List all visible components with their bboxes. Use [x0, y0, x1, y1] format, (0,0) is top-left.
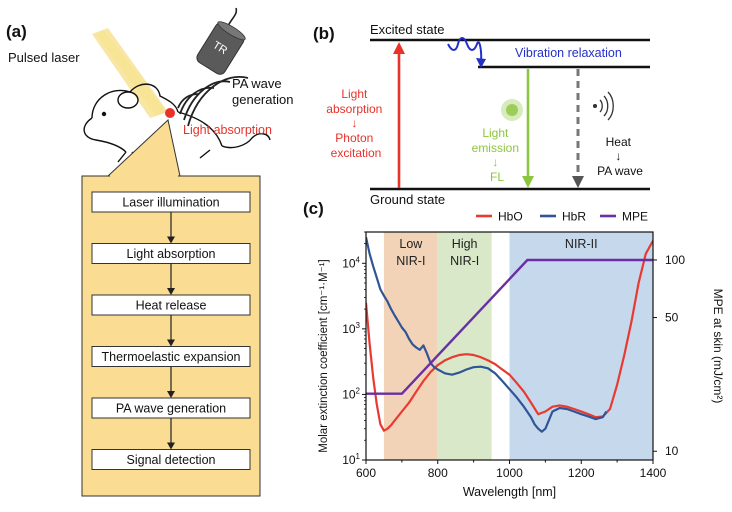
flow-step-label: Heat release	[136, 299, 207, 313]
heat-line-3: PA wave	[597, 164, 643, 178]
flow-arrow-head	[167, 288, 175, 295]
heat-decay-arrow-head	[572, 176, 584, 188]
series-line-mpe	[366, 258, 653, 395]
ground-state-label: Ground state	[370, 192, 445, 207]
heat-wave-icon	[592, 91, 614, 121]
pa-wave-label: PA wave generation	[232, 76, 293, 107]
light-absorption-label: Light absorption	[183, 123, 272, 137]
y2-tick-label: 50	[665, 311, 679, 325]
y2-tick-label: 10	[665, 444, 679, 458]
panel-c-label: (c)	[303, 199, 324, 218]
legend-label: HbO	[498, 210, 523, 224]
y2-axis-label: MPE at skin (mJ/cm²)	[711, 289, 725, 404]
y2-tick-label: 100	[665, 253, 685, 267]
panel-b: (b) Excited state Ground state Light abs…	[313, 22, 650, 207]
y-axis-label: Molar extinction coefficient [cm⁻¹·M⁻¹]	[318, 259, 330, 452]
absorption-line-1: Light	[341, 87, 368, 101]
laser-beam-core	[96, 30, 166, 116]
emission-line-1: Light	[482, 126, 509, 140]
flow-step-box	[91, 449, 251, 470]
y-tick-base: 10	[342, 387, 356, 401]
flow-step-label: Light absorption	[127, 247, 216, 261]
flow-step-label: Signal detection	[127, 453, 216, 467]
legend-label: MPE	[622, 210, 648, 224]
vibration-relaxation-squiggle	[447, 37, 483, 65]
mouse-illustration	[83, 83, 271, 163]
region-label: NIR-I	[396, 254, 425, 268]
region-label: NIR-I	[450, 254, 479, 268]
heat-text: Heat ↓ PA wave	[597, 135, 643, 178]
region-label: Low	[399, 237, 423, 251]
y-tick-base: 10	[342, 453, 356, 467]
pa-wave-line-1: PA wave	[232, 76, 282, 91]
absorption-text: Light absorption ↓ Photon excitation	[326, 87, 385, 160]
pulsed-laser-label: Pulsed laser	[8, 50, 80, 65]
flow-arrow-head	[167, 236, 175, 244]
flow-step-label: PA wave generation	[116, 402, 226, 416]
x-tick-label: 1200	[568, 466, 595, 480]
flow-arrow-head	[167, 339, 175, 347]
y-tick-exponent: 1	[356, 452, 361, 461]
absorber-dot	[165, 108, 175, 118]
y-tick-label: 104	[342, 255, 360, 270]
region-label: NIR-II	[565, 237, 598, 251]
y-tick-exponent: 3	[356, 321, 361, 330]
heat-line-2: ↓	[615, 149, 621, 163]
pa-wave-line-2: generation	[232, 92, 293, 107]
y-tick-exponent: 2	[356, 386, 361, 395]
x-tick-label: 800	[428, 466, 448, 480]
absorption-line-4: Photon	[335, 131, 373, 145]
y-tick-exponent: 4	[356, 255, 361, 264]
spectral-region	[509, 232, 653, 460]
x-tick-label: 1000	[496, 466, 523, 480]
series-line-hbr	[366, 236, 608, 433]
y-tick-base: 10	[342, 256, 356, 270]
absorption-arrow-head	[393, 42, 405, 54]
y-tick-label: 102	[342, 386, 360, 401]
y-tick-label: 103	[342, 321, 360, 336]
emission-line-3: ↓	[492, 155, 498, 169]
absorption-line-5: excitation	[331, 146, 382, 160]
x-axis-label: Wavelength [nm]	[463, 485, 556, 499]
fluorescence-dot	[506, 104, 518, 116]
flow-arrow-head	[167, 442, 175, 450]
emission-arrow-head	[522, 176, 534, 188]
flow-step-label: Thermoelastic expansion	[102, 350, 241, 364]
x-tick-label: 600	[356, 466, 376, 480]
emission-text: Light emission ↓ FL	[472, 126, 523, 184]
absorption-line-3: ↓	[351, 116, 357, 130]
vibration-relaxation-label: Vibration relaxation	[515, 46, 622, 60]
pa-wave-arcs	[177, 76, 249, 127]
series-lines	[366, 236, 653, 433]
transducer-icon: TR	[196, 7, 246, 75]
heat-line-1: Heat	[606, 135, 632, 149]
flow-arrow-head	[167, 391, 175, 398]
emission-line-2: emission	[472, 141, 519, 155]
callout-pointer	[106, 119, 181, 177]
region-label: High	[452, 237, 478, 251]
absorption-line-2: absorption	[326, 102, 382, 116]
excited-state-label: Excited state	[370, 22, 444, 37]
flow-step-label: Laser illumination	[122, 196, 219, 210]
emission-line-4: FL	[490, 170, 504, 184]
x-tick-label: 1400	[640, 466, 667, 480]
panel-a: (a) Pulsed laser TR	[6, 7, 293, 497]
y-tick-base: 10	[342, 322, 356, 336]
vibration-arrow-head	[476, 58, 486, 68]
y-tick-label: 101	[342, 452, 360, 467]
panel-a-label: (a)	[6, 22, 27, 41]
panel-b-label: (b)	[313, 24, 335, 43]
legend-label: HbR	[562, 210, 586, 224]
